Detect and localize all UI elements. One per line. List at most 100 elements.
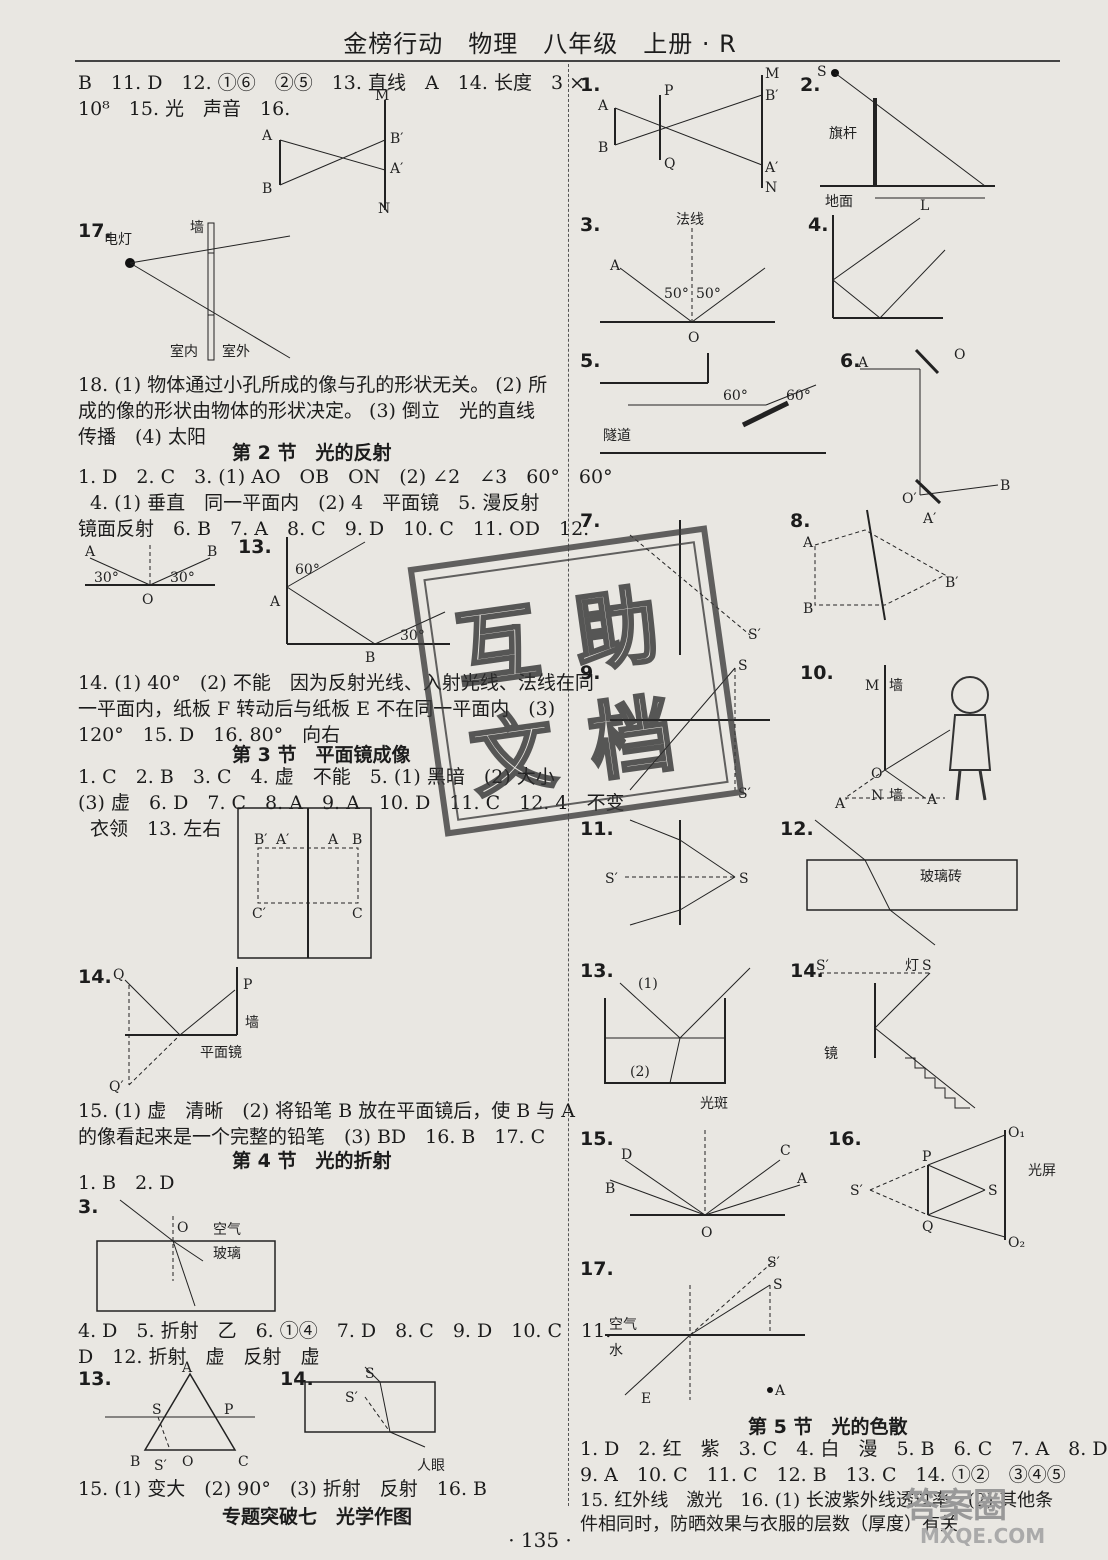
svg-text:A′: A′: [834, 796, 848, 812]
svg-text:S′: S′: [767, 1255, 780, 1271]
svg-text:60°: 60°: [295, 562, 320, 578]
svg-text:S′: S′: [816, 958, 829, 974]
svg-text:B: B: [598, 140, 608, 156]
svg-text:C: C: [780, 1143, 791, 1159]
figure-13-corner-mirror: 60°A30°B: [269, 537, 450, 666]
svg-text:玻璃: 玻璃: [213, 1245, 241, 1262]
svg-text:30°: 30°: [400, 628, 425, 644]
svg-text:O′: O′: [902, 491, 917, 507]
svg-text:B: B: [365, 650, 375, 666]
header-rule: [75, 60, 1060, 62]
svg-text:B′: B′: [945, 575, 958, 591]
answer-18-line-3: 传播 (4) 太阳: [78, 426, 206, 448]
svg-text:O: O: [142, 592, 153, 608]
right-q6-number: 6.: [840, 350, 861, 372]
right-q4-number: 4.: [808, 214, 829, 236]
svg-text:A: A: [857, 355, 869, 371]
svg-text:室内: 室内: [170, 343, 198, 360]
figure-r5-tunnel: 60°60°隧道: [600, 353, 826, 454]
figure-r11-mirror: S′S: [605, 819, 749, 926]
svg-text:法线: 法线: [676, 212, 704, 228]
question-17-number: 17.: [78, 220, 112, 242]
section-2-line-6: 120° 15. D 16. 80° 向右: [78, 724, 341, 746]
svg-text:B: B: [803, 601, 813, 617]
svg-text:S: S: [773, 1277, 783, 1293]
svg-text:墙: 墙: [889, 788, 903, 804]
right-q5-number: 5.: [580, 350, 601, 372]
section-4-line-3: D 12. 折射 虚 反射 虚: [78, 1346, 320, 1368]
right-q12-number: 12.: [780, 818, 814, 840]
figure-r7-mirror: S′: [629, 520, 761, 655]
svg-text:O: O: [954, 347, 965, 363]
svg-text:旗杆: 旗杆: [829, 126, 857, 142]
page-number: · 135 ·: [508, 1528, 572, 1552]
figure-r4-corner: [832, 215, 946, 319]
svg-text:B′: B′: [390, 131, 403, 147]
svg-text:30°: 30°: [170, 570, 195, 586]
svg-text:A′: A′: [764, 160, 778, 176]
svg-text:Q′: Q′: [109, 1079, 124, 1095]
right-q17-number: 17.: [580, 1258, 614, 1280]
section-2-line-1: 1. D 2. C 3. (1) AO OB ON (2) ∠2 ∠3 60° …: [78, 466, 613, 488]
section-4-line-2: 4. D 5. 折射 乙 6. ①④ 7. D 8. C 9. D 10. C …: [78, 1320, 612, 1342]
svg-text:60°: 60°: [786, 388, 811, 404]
svg-text:N: N: [378, 201, 390, 217]
figure-r3-normal: 法线A 50°50°O: [600, 212, 775, 346]
svg-text:光斑: 光斑: [700, 1096, 728, 1112]
svg-text:O: O: [871, 766, 882, 782]
svg-text:Q: Q: [922, 1219, 933, 1235]
section-3-line-5: 的像看起来是一个完整的铅笔 (3) BD 16. B 17. C: [78, 1126, 546, 1148]
svg-text:P: P: [243, 977, 252, 993]
svg-text:A: A: [327, 832, 339, 848]
answer-line-2: 10⁸ 15. 光 声音 16.: [78, 98, 291, 120]
svg-text:M: M: [765, 66, 779, 82]
right-q16-number: 16.: [828, 1128, 862, 1150]
svg-text:地面: 地面: [825, 194, 853, 210]
svg-text:E: E: [641, 1391, 651, 1407]
svg-text:A: A: [802, 535, 814, 551]
svg-text:(1): (1): [638, 976, 658, 992]
svg-text:M: M: [865, 678, 879, 694]
svg-text:灯: 灯: [905, 958, 919, 974]
svg-text:镜: 镜: [824, 1046, 838, 1062]
section-5-line-1: 1. D 2. 红 紫 3. C 4. 白 漫 5. B 6. C 7. A 8…: [580, 1438, 1108, 1460]
svg-text:A′: A′: [922, 511, 936, 527]
svg-text:C′: C′: [252, 906, 266, 922]
label-A: A: [261, 128, 273, 144]
right-q7-number: 7.: [580, 510, 601, 532]
svg-text:50°: 50°: [696, 286, 721, 302]
answer-18-line-2: 成的像的形状由物体的形状决定。 (3) 倒立 光的直线: [78, 400, 535, 422]
figure-r12-glass-brick: 玻璃砖: [806, 819, 1018, 946]
svg-text:C: C: [352, 906, 363, 922]
watermark-char-3: 文: [463, 700, 563, 812]
svg-text:O: O: [701, 1225, 712, 1241]
section-2-line-5: 一平面内，纸板 F 转动后与纸板 E 不在同一平面内 (3): [78, 698, 556, 720]
right-q10-number: 10.: [800, 662, 834, 684]
figure-17-lamp-wall: 墙 电灯 室内 室外: [104, 220, 291, 361]
figure-r9-mirror: SS′: [610, 658, 770, 802]
svg-text:A: A: [181, 1360, 193, 1376]
right-q3-number: 3.: [580, 214, 601, 236]
svg-text:S: S: [988, 1183, 998, 1199]
svg-text:O: O: [177, 1220, 188, 1236]
svg-text:30°: 30°: [94, 570, 119, 586]
svg-text:光屏: 光屏: [1028, 1163, 1056, 1179]
answer-line-1: B 11. D 12. ①⑥ ②⑤ 13. 直线 A 14. 长度 3 ×: [78, 72, 585, 94]
section-5-line-4: 件相同时，防晒效果与衣服的层数（厚度）有关: [580, 1514, 958, 1535]
svg-text:玻璃砖: 玻璃砖: [920, 868, 962, 885]
svg-text:A: A: [774, 1383, 786, 1399]
figure-r8-mirror: A B A′ B′: [802, 509, 958, 621]
svg-text:墙: 墙: [245, 1015, 259, 1031]
svg-text:A: A: [609, 258, 621, 274]
section-3-line-3: 衣领 13. 左右: [90, 818, 222, 840]
svg-text:电灯: 电灯: [104, 232, 132, 248]
question-13-number: 13.: [238, 536, 272, 558]
